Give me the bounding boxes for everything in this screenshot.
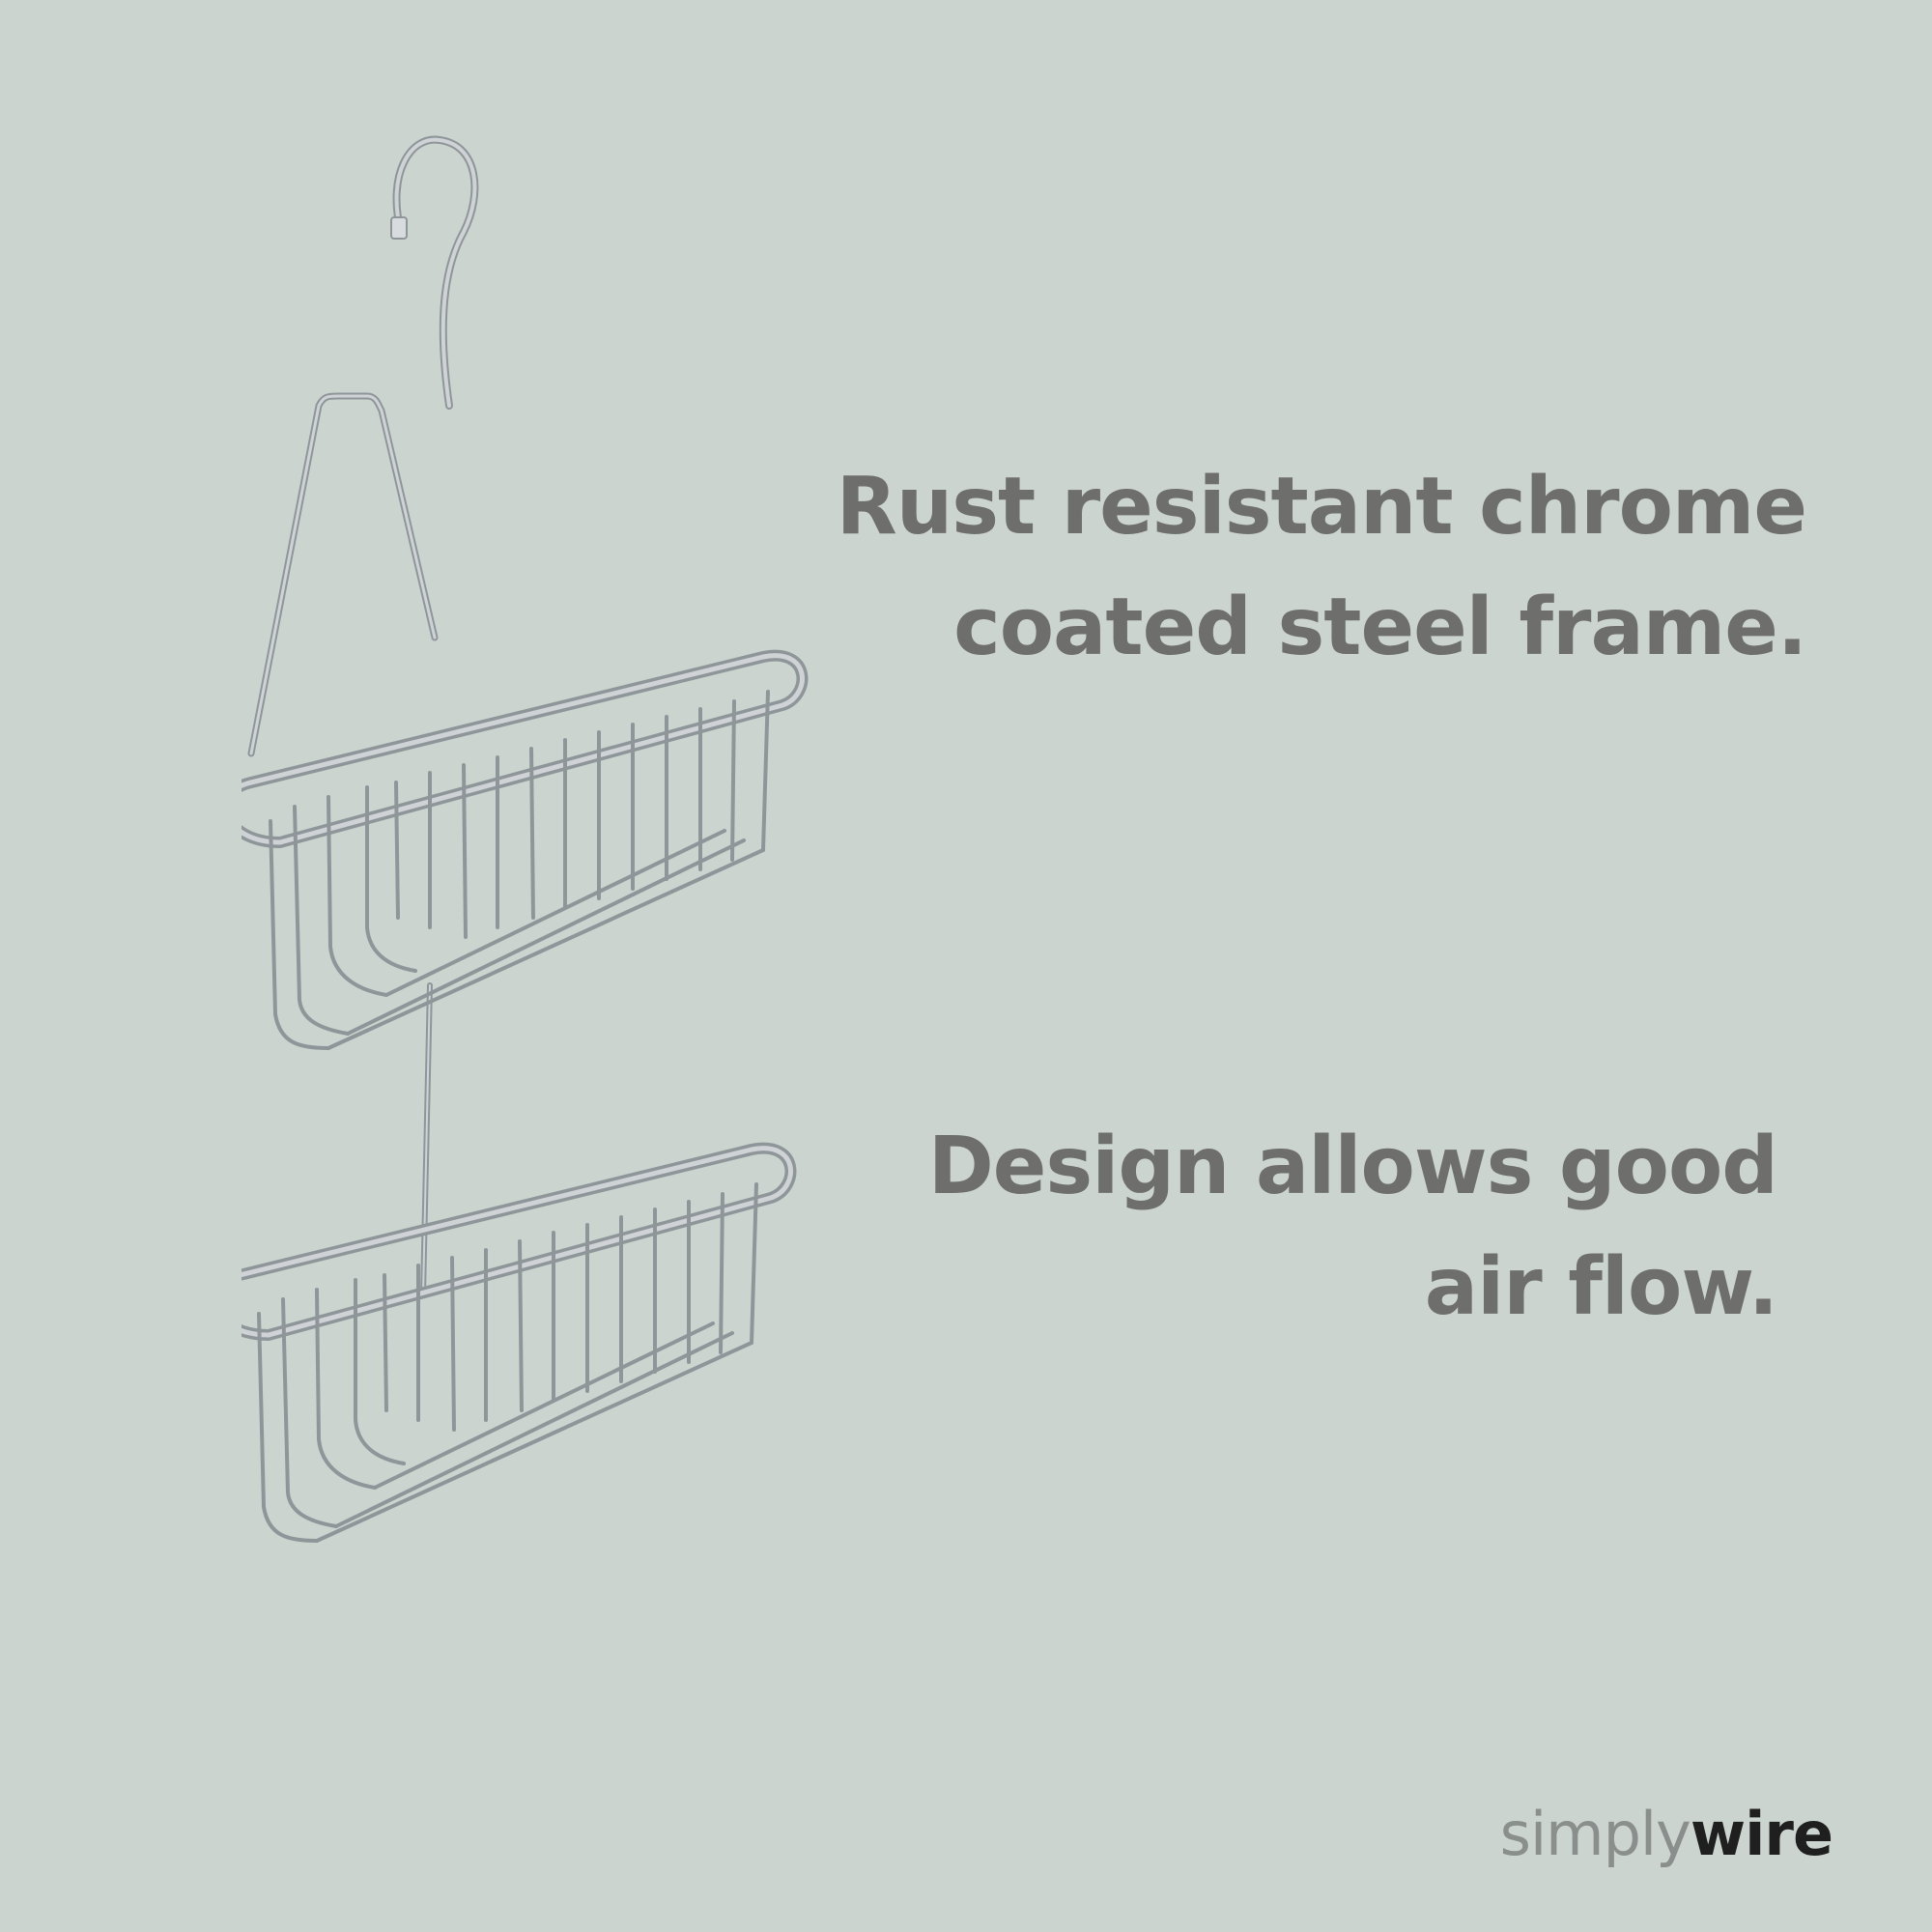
feature-rust-resistant: Rust resistant chrome coated steel frame… bbox=[647, 446, 1807, 688]
logo-bold-text: wire bbox=[1690, 1799, 1833, 1869]
logo-light-text: simply bbox=[1499, 1799, 1691, 1869]
feature-1-line-2: coated steel frame. bbox=[953, 582, 1807, 673]
feature-1-line-1: Rust resistant chrome bbox=[836, 461, 1807, 553]
lower-basket bbox=[242, 1142, 797, 1543]
feature-2-line-2: air flow. bbox=[1424, 1241, 1778, 1333]
hook bbox=[390, 135, 479, 410]
feature-2-line-1: Design allows good bbox=[927, 1121, 1778, 1212]
upper-basket bbox=[242, 649, 809, 1050]
brand-logo: simplywire bbox=[1500, 1799, 1833, 1869]
hanger-frame bbox=[247, 392, 439, 1297]
shower-caddy-image bbox=[242, 135, 809, 1543]
feature-air-flow: Design allows good air flow. bbox=[618, 1106, 1778, 1348]
